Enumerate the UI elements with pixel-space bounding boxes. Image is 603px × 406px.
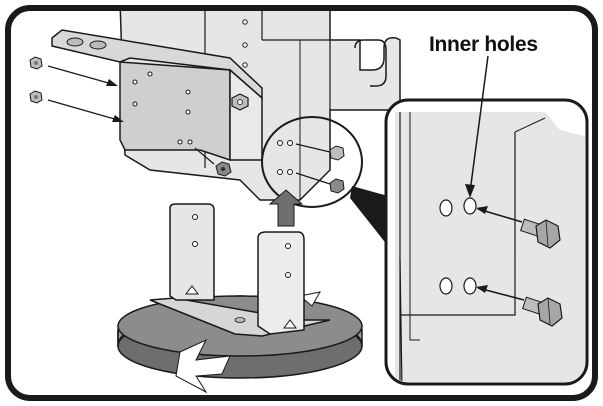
up-arrow-icon <box>268 189 304 227</box>
rotation-arrow-icon <box>298 291 321 307</box>
bracket-hole-icon <box>66 37 84 47</box>
bracket-hole-icon <box>89 40 107 50</box>
inner-holes-label: Inner holes <box>429 33 538 56</box>
hole-icon <box>463 277 477 295</box>
hole-icon <box>463 197 477 215</box>
left-nuts <box>29 56 232 177</box>
hole-icon <box>439 277 453 295</box>
hole-icon <box>439 199 453 217</box>
bolt-icon <box>329 145 345 161</box>
bolt-icon <box>522 296 563 327</box>
arrow-head-icon <box>465 184 475 198</box>
bolt-icon <box>329 178 345 194</box>
detail-callout <box>384 55 589 386</box>
arrow-head-icon <box>112 115 124 122</box>
u-bracket-stand <box>149 203 331 337</box>
arrow-head-icon <box>476 285 488 293</box>
arrow-head-icon <box>476 206 488 214</box>
arrow-head-icon <box>106 79 118 86</box>
bolt-icon <box>520 218 561 249</box>
mounting-bracket <box>51 29 263 162</box>
rotation-arrow-icon <box>175 338 231 394</box>
magnifier-callout-icon <box>261 116 388 246</box>
label-leader-line <box>469 55 489 193</box>
